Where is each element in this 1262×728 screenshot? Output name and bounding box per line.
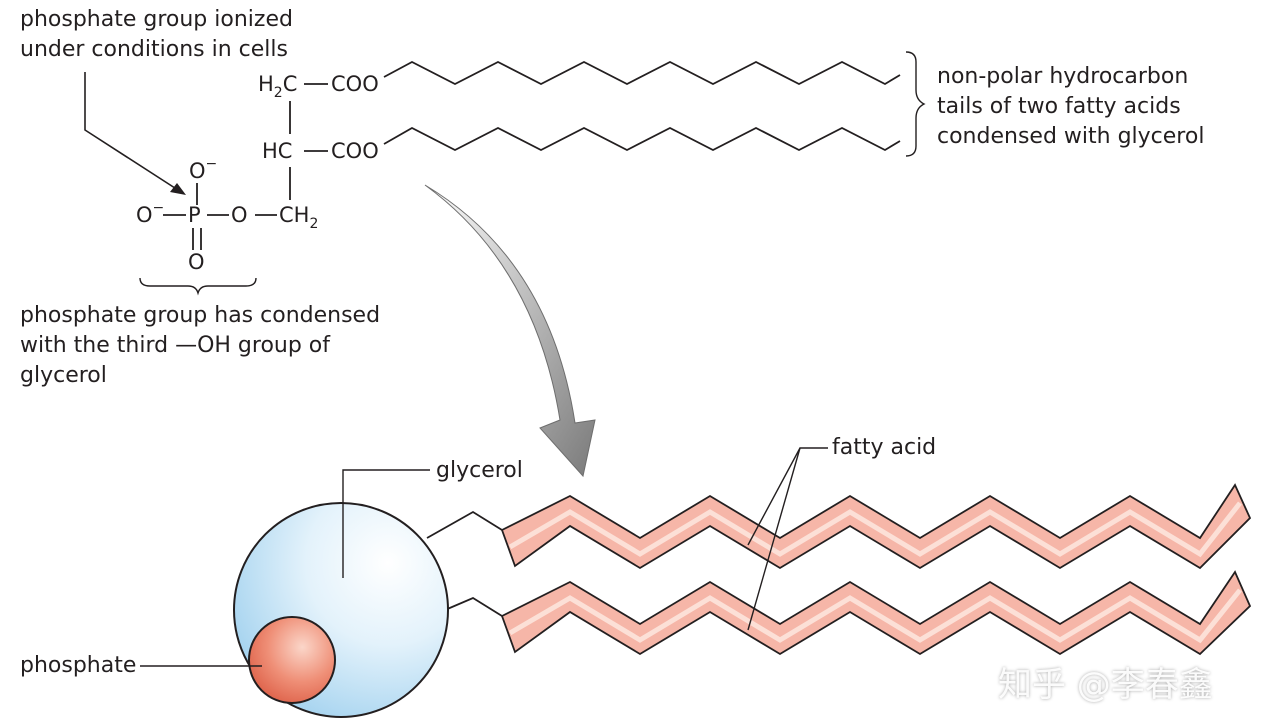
- hydrocarbon-tail-1: [383, 60, 901, 86]
- coo-bottom: COO: [331, 139, 379, 163]
- glycerol-label: glycerol: [436, 458, 523, 483]
- watermark: 知乎 @李春鑫: [998, 665, 1213, 705]
- coo-top: COO: [331, 72, 379, 96]
- phosphate-brace: [139, 277, 257, 296]
- ch2-bottom-group: CH2: [279, 203, 319, 232]
- tails-annotation: non-polar hydrocarbon tails of two fatty…: [937, 64, 1205, 149]
- condensed-annotation: phosphate group has condensed with the t…: [20, 303, 381, 388]
- fatty-acid-label: fatty acid: [832, 435, 937, 460]
- phosphate-label: phosphate: [20, 653, 137, 678]
- ionized-pointer-arrow: [84, 72, 186, 195]
- hydrocarbon-tail-2: [383, 126, 901, 152]
- tails-brace: [905, 51, 926, 157]
- phosphate-o-top: O−: [189, 156, 218, 183]
- phosphate-sphere: [248, 616, 336, 704]
- fatty-acid-ribbons: [500, 483, 1252, 656]
- phosphate-o-double: O: [188, 250, 205, 274]
- ch-group: HC: [262, 139, 293, 163]
- transform-arrow: [424, 184, 596, 478]
- phosphate-o-ester: O: [231, 203, 248, 227]
- glycerol-backbone-bonds: [255, 83, 328, 216]
- phosphorus-atom: P: [188, 203, 201, 227]
- glycerol-fatty-connectors: [426, 510, 503, 617]
- phosphate-bonds: [163, 183, 229, 250]
- ionized-annotation: phosphate group ionized under conditions…: [20, 7, 293, 62]
- phosphate-o-left: O−: [136, 200, 165, 227]
- ch2-top-group: H2C: [258, 72, 298, 101]
- leader-lines: [140, 447, 828, 667]
